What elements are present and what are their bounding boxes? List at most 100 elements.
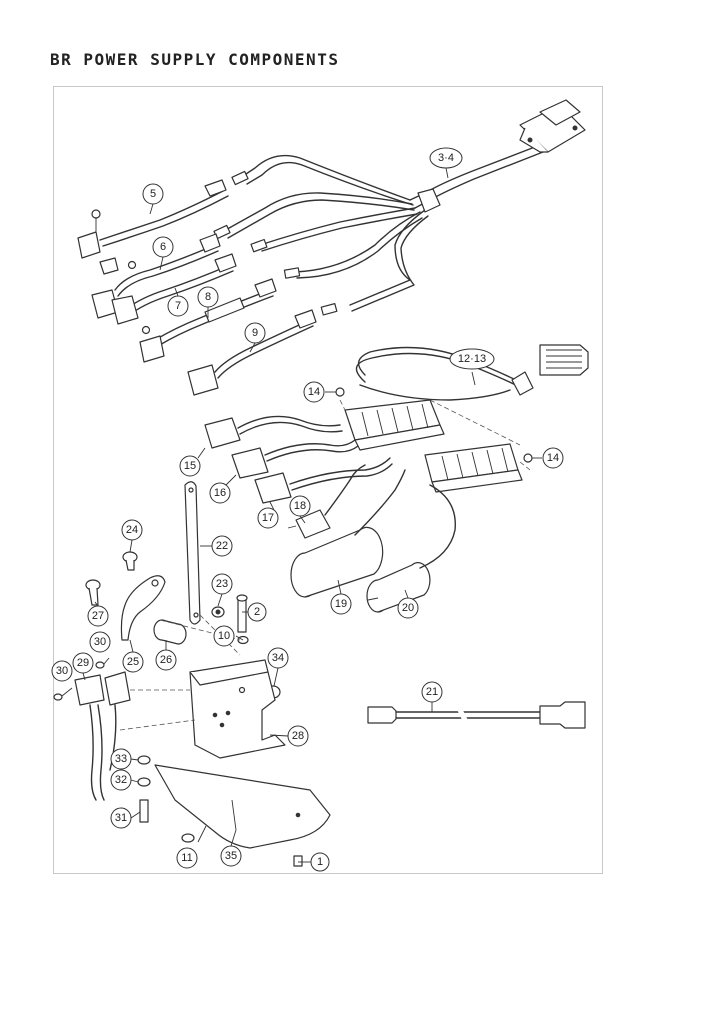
lever-25 bbox=[120, 575, 166, 641]
screw-14b bbox=[523, 453, 533, 463]
callout-14a[interactable]: 14 bbox=[303, 381, 325, 403]
callout-label: 2 bbox=[254, 606, 260, 618]
callout-label: 27 bbox=[92, 610, 104, 622]
callout-label: 32 bbox=[115, 774, 127, 786]
callout-10[interactable]: 10 bbox=[213, 625, 235, 647]
callout-16[interactable]: 16 bbox=[209, 482, 231, 504]
callout-label: 29 bbox=[77, 657, 89, 669]
sensor-29 bbox=[74, 671, 131, 801]
callout-label: 24 bbox=[126, 524, 138, 536]
callout-label: 6 bbox=[160, 241, 166, 253]
callout-label: 15 bbox=[184, 460, 196, 472]
callout-2[interactable]: 2 bbox=[247, 602, 267, 622]
callout-15[interactable]: 15 bbox=[179, 455, 201, 477]
screw-30b bbox=[95, 661, 105, 669]
washer-32 bbox=[137, 777, 151, 787]
washer-33 bbox=[137, 755, 151, 765]
callout-26[interactable]: 26 bbox=[155, 649, 177, 671]
callout-25[interactable]: 25 bbox=[122, 651, 144, 673]
shoulder-screw-24 bbox=[122, 551, 138, 571]
main-harness bbox=[213, 99, 586, 316]
screw-2 bbox=[236, 594, 248, 633]
callout-30a[interactable]: 30 bbox=[51, 660, 73, 682]
callout-34[interactable]: 34 bbox=[267, 647, 289, 669]
callout-17[interactable]: 17 bbox=[257, 507, 279, 529]
callout-9[interactable]: 9 bbox=[244, 322, 266, 344]
screw-27 bbox=[85, 579, 101, 606]
relay-15 bbox=[204, 415, 343, 449]
callout-21[interactable]: 21 bbox=[421, 681, 443, 703]
callout-label: 1 bbox=[317, 856, 323, 868]
link-plate-22 bbox=[184, 481, 201, 625]
page-title: BR POWER SUPPLY COMPONENTS bbox=[50, 50, 340, 69]
callout-1[interactable]: 1 bbox=[310, 852, 330, 872]
leader-lines bbox=[61, 167, 542, 863]
harness-7 bbox=[91, 253, 237, 325]
callout-label: 7 bbox=[175, 300, 181, 312]
callout-28[interactable]: 28 bbox=[287, 725, 309, 747]
harness-12-13 bbox=[355, 344, 589, 401]
screw-14a bbox=[335, 387, 345, 397]
callout-label: 14 bbox=[308, 386, 320, 398]
callout-33[interactable]: 33 bbox=[110, 748, 132, 770]
callout-label: 11 bbox=[181, 852, 192, 864]
callout-8[interactable]: 8 bbox=[197, 286, 219, 308]
callout-31[interactable]: 31 bbox=[110, 807, 132, 829]
diagram-frame bbox=[53, 86, 603, 874]
callout-label: 14 bbox=[547, 452, 559, 464]
callout-32[interactable]: 32 bbox=[110, 769, 132, 791]
callout-label: 19 bbox=[335, 598, 347, 610]
callout-label: 8 bbox=[205, 291, 211, 303]
terminal-block-upper bbox=[344, 399, 445, 451]
callout-label: 10 bbox=[218, 630, 230, 642]
callout-label: 30 bbox=[94, 636, 106, 648]
callout-label: 18 bbox=[294, 500, 306, 512]
callout-label: 35 bbox=[225, 850, 237, 862]
callout-6[interactable]: 6 bbox=[152, 236, 174, 258]
callout-27[interactable]: 27 bbox=[87, 605, 109, 627]
callout-24[interactable]: 24 bbox=[121, 519, 143, 541]
harness-8 bbox=[139, 278, 277, 363]
callout-14b[interactable]: 14 bbox=[542, 447, 564, 469]
relay-17 bbox=[254, 457, 393, 504]
callout-22[interactable]: 22 bbox=[211, 535, 233, 557]
callout-label: 26 bbox=[160, 654, 172, 666]
callout-label: 9 bbox=[252, 327, 258, 339]
screw-11 bbox=[181, 833, 195, 843]
capacitor-20 bbox=[366, 484, 456, 613]
callout-label: 31 bbox=[115, 812, 127, 824]
cover-35 bbox=[154, 764, 331, 849]
callout-label: 28 bbox=[292, 730, 304, 742]
harness-5 bbox=[77, 179, 229, 259]
callout-label: 21 bbox=[426, 686, 438, 698]
callout-20[interactable]: 20 bbox=[397, 597, 419, 619]
callout-label: 16 bbox=[214, 487, 226, 499]
callout-label: 12·13 bbox=[458, 353, 486, 365]
callout-23[interactable]: 23 bbox=[211, 573, 233, 595]
callout-7[interactable]: 7 bbox=[167, 295, 189, 317]
roller-26 bbox=[153, 619, 187, 645]
callout-label: 30 bbox=[56, 665, 68, 677]
bracket-28 bbox=[189, 659, 286, 759]
screw-1 bbox=[293, 855, 303, 867]
callout-label: 34 bbox=[272, 652, 284, 664]
callout-30b[interactable]: 30 bbox=[89, 631, 111, 653]
capacitor-18 bbox=[287, 464, 366, 539]
callout-label: 17 bbox=[262, 512, 274, 524]
callout-label: 20 bbox=[402, 602, 414, 614]
callout-label: 23 bbox=[216, 578, 228, 590]
harness-9 bbox=[187, 309, 317, 396]
screw-30a bbox=[53, 693, 63, 701]
callout-18[interactable]: 18 bbox=[289, 495, 311, 517]
callout-5[interactable]: 5 bbox=[142, 183, 164, 205]
callout-19[interactable]: 19 bbox=[330, 593, 352, 615]
callout-35[interactable]: 35 bbox=[220, 845, 242, 867]
callout-label: 22 bbox=[216, 540, 228, 552]
callout-label: 3·4 bbox=[438, 152, 454, 164]
callout-12-13[interactable]: 12·13 bbox=[449, 348, 495, 370]
callout-11[interactable]: 11 bbox=[176, 847, 198, 869]
callout-3-4[interactable]: 3·4 bbox=[429, 147, 463, 169]
terminal-block-lower bbox=[424, 443, 523, 493]
callout-29[interactable]: 29 bbox=[72, 652, 94, 674]
